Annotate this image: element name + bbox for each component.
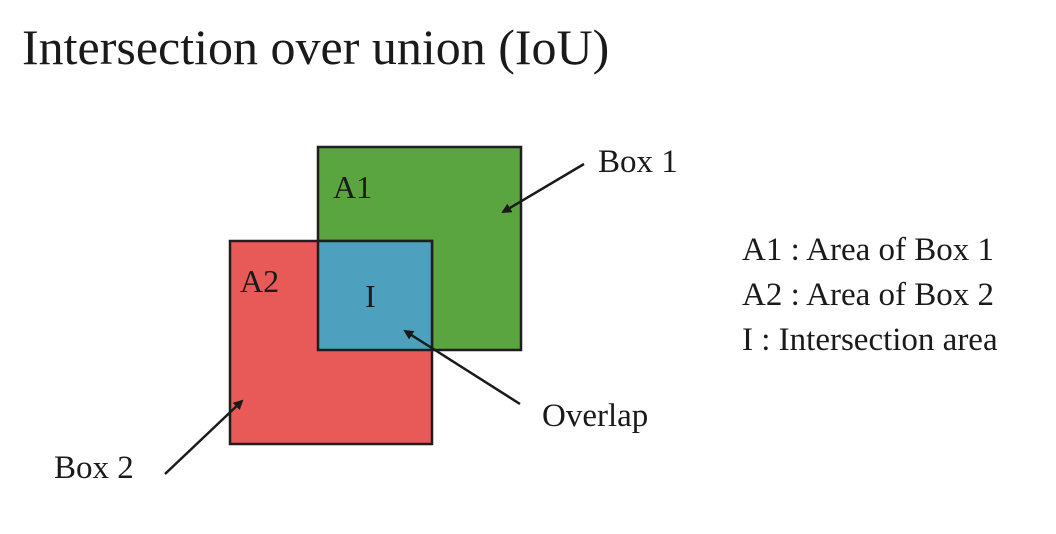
page-title: Intersection over union (IoU) [22, 19, 610, 75]
overlap-arrow [403, 329, 521, 406]
box-1-callout: Box 1 [598, 144, 678, 180]
legend: A1 : Area of Box 1 A2 : Area of Box 2 I … [742, 228, 998, 363]
legend-item-i: I : Intersection area [742, 322, 998, 358]
box-1-arrow [501, 162, 585, 214]
box-2-label: A2 [240, 263, 279, 299]
legend-item-a1: A1 : Area of Box 1 [742, 232, 995, 268]
box-2-callout: Box 2 [54, 450, 134, 486]
box-1-label: A1 [333, 169, 372, 205]
box-2-arrow [164, 399, 244, 475]
intersection-label: I [365, 278, 376, 314]
legend-item-a2: A2 : Area of Box 2 [742, 277, 995, 313]
overlap-callout: Overlap [542, 398, 648, 434]
